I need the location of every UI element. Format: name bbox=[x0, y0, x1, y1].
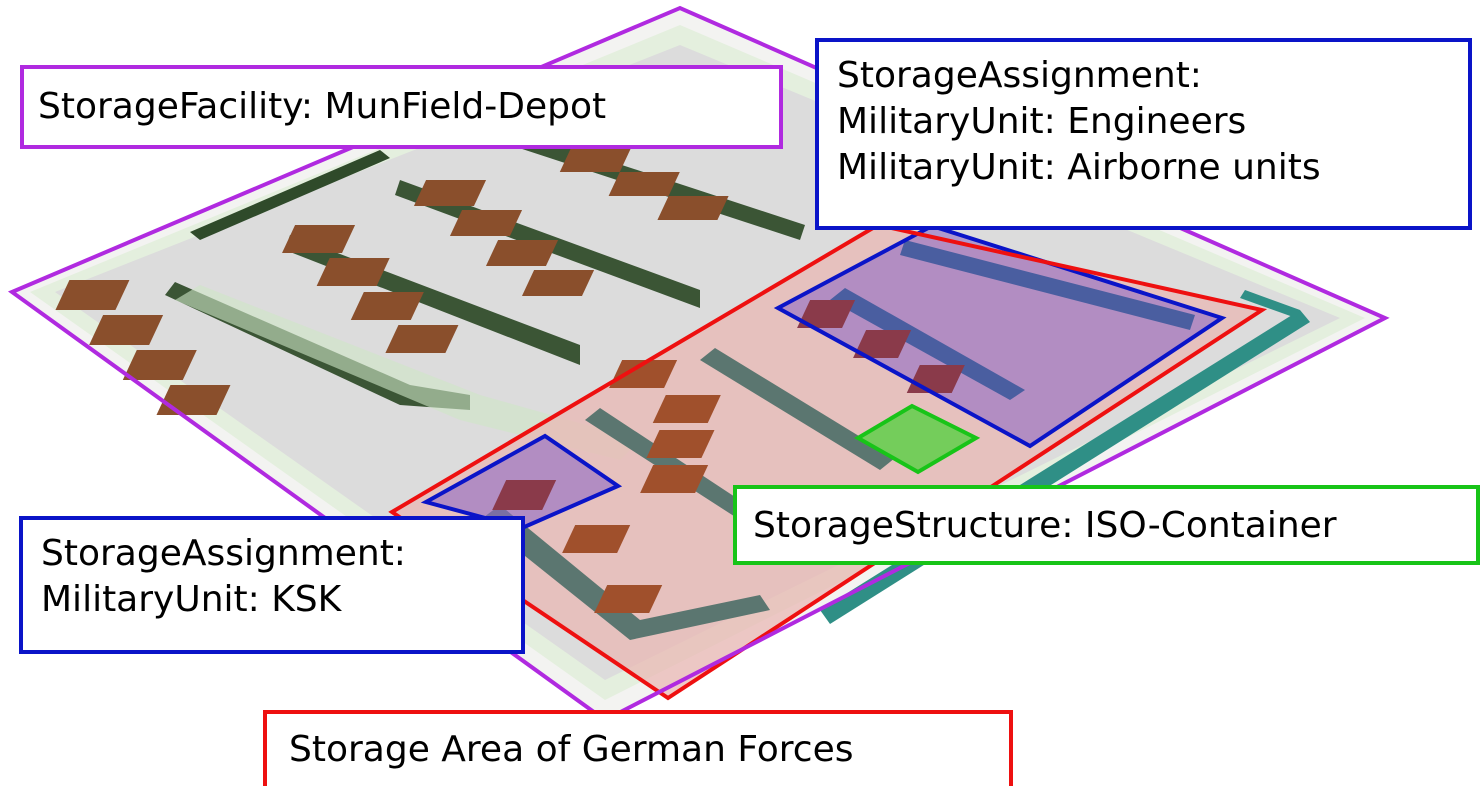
storage-facility-label: StorageFacility: MunField-Depot bbox=[20, 65, 783, 149]
storage-assignment-engineers-airborne-label: StorageAssignment: MilitaryUnit: Enginee… bbox=[815, 38, 1472, 230]
german-area-outline bbox=[388, 222, 1268, 701]
assignment-ksk-line2: MilitaryUnit: KSK bbox=[41, 579, 342, 620]
storage-area-text: Storage Area of German Forces bbox=[289, 729, 854, 770]
assignment-top-rows bbox=[830, 240, 1195, 400]
assignment-ksk-bunker bbox=[492, 480, 557, 510]
assignment-top-line3: MilitaryUnit: Airborne units bbox=[837, 147, 1321, 188]
iso-container-outline bbox=[854, 403, 981, 475]
storage-assignment-ksk-label: StorageAssignment: MilitaryUnit: KSK bbox=[19, 516, 525, 654]
assignment-top-line1: StorageAssignment: bbox=[837, 55, 1202, 96]
assignment-top-bunkers bbox=[797, 300, 965, 393]
assignment-top-outline bbox=[773, 223, 1227, 449]
storage-facility-text: StorageFacility: MunField-Depot bbox=[38, 86, 607, 127]
storage-structure-label: StorageStructure: ISO-Container bbox=[733, 485, 1480, 565]
bunkers-german bbox=[562, 360, 721, 613]
iso-container-text: StorageStructure: ISO-Container bbox=[753, 505, 1337, 546]
assignment-ksk-line1: StorageAssignment: bbox=[41, 533, 406, 574]
bunkers-general bbox=[55, 148, 729, 415]
storage-area-label: Storage Area of German Forces bbox=[263, 710, 1013, 786]
assignment-top-line2: MilitaryUnit: Engineers bbox=[837, 101, 1247, 142]
